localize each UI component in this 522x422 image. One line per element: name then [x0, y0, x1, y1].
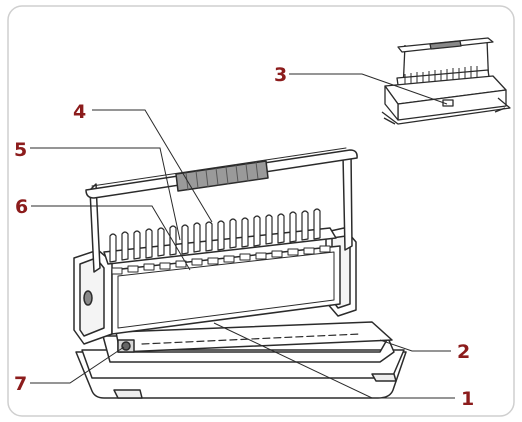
inset-machine-illustration [381, 37, 511, 125]
callout-6: 6 [15, 196, 28, 218]
callout-4: 4 [73, 101, 86, 123]
callout-3: 3 [274, 64, 287, 86]
callout-1: 1 [461, 388, 474, 410]
leader-line-1 [213, 322, 455, 399]
callout-7: 7 [14, 373, 27, 395]
leader-line-5 [30, 147, 181, 241]
main-machine-illustration [73, 147, 407, 399]
callout-5: 5 [14, 139, 27, 161]
callout-2: 2 [457, 341, 470, 363]
leader-line-7 [30, 346, 125, 384]
leader-line-6 [31, 205, 191, 271]
leader-line-4 [92, 109, 213, 223]
leader-lines [30, 73, 455, 399]
leader-line-2 [379, 339, 451, 352]
leader-line-3 [289, 73, 448, 105]
